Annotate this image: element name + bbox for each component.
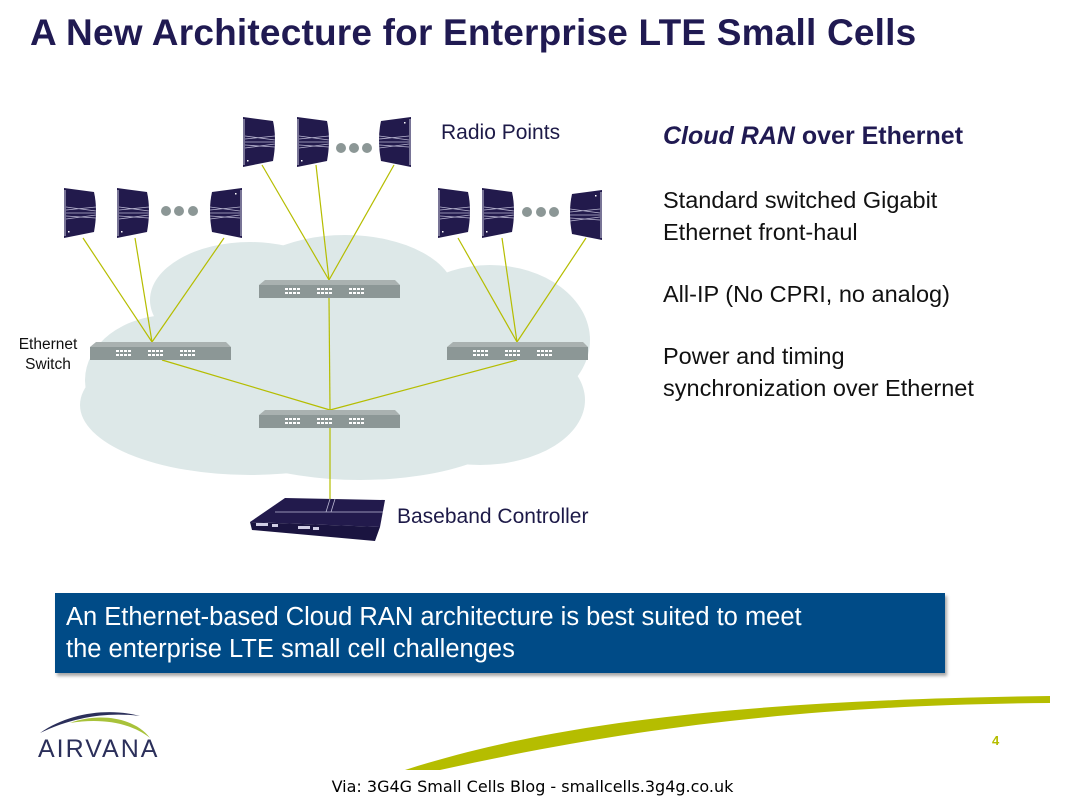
ethernet-switch-label-line1: Ethernet (18, 336, 78, 353)
radio-points-top (242, 116, 412, 168)
key-point-line: synchronization over Ethernet (663, 375, 974, 401)
banner-line2: the enterprise LTE small cell challenges (66, 635, 515, 663)
key-point-line: Standard switched Gigabit (663, 187, 938, 213)
key-point: All-IP (No CPRI, no analog) (663, 278, 974, 310)
ellipsis-icon (336, 143, 372, 153)
page-number: 4 (992, 733, 1000, 748)
heading-rest: over Ethernet (794, 122, 964, 150)
ethernet-links (82, 164, 587, 500)
banner-line1: An Ethernet-based Cloud RAN architecture… (66, 603, 802, 631)
key-point: Power and timing synchronization over Eth… (663, 340, 974, 404)
radio-points-right (437, 187, 603, 241)
slide-title: A New Architecture for Enterprise LTE Sm… (30, 12, 917, 53)
ethernet-switch-label: Ethernet Switch (8, 335, 88, 375)
key-point-line: Power and timing (663, 343, 845, 369)
ellipsis-icon (161, 206, 198, 216)
ellipsis-icon (522, 207, 559, 217)
key-point-line: Ethernet front-haul (663, 219, 858, 245)
baseband-controller-label: Baseband Controller (397, 505, 589, 528)
radio-points-left (63, 187, 243, 239)
radio-points-label: Radio Points (441, 121, 561, 144)
heading-emphasis: Cloud RAN (663, 122, 795, 150)
key-points-heading: Cloud RAN over Ethernet (663, 120, 974, 152)
key-points-panel: Cloud RAN over Ethernet Standard switche… (663, 120, 974, 434)
airvana-logo: AIRVANA (38, 735, 160, 763)
baseband-controller-device (250, 498, 385, 541)
source-credit: Via: 3G4G Small Cells Blog - smallcells.… (331, 777, 734, 796)
ethernet-switch-label-line2: Switch (25, 356, 71, 373)
conclusion-banner: An Ethernet-based Cloud RAN architecture… (55, 593, 945, 673)
key-point-line: All-IP (No CPRI, no analog) (663, 281, 950, 307)
logo-arc-icon (40, 712, 140, 733)
